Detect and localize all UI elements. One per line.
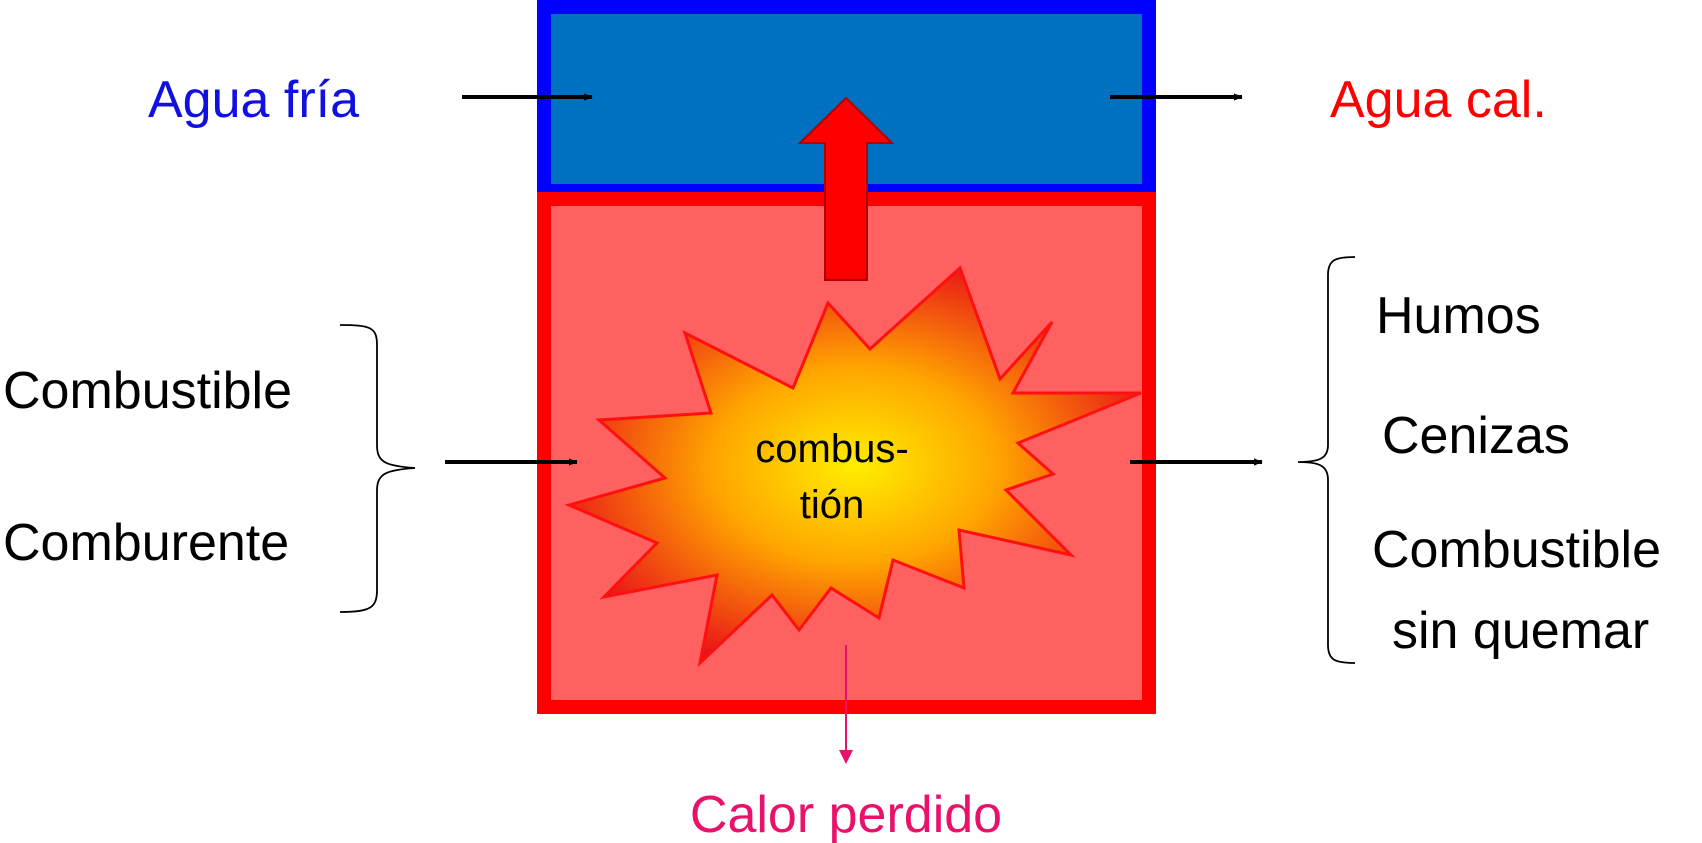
combustion-label-line2: tión xyxy=(800,483,865,527)
smoke-label: Humos xyxy=(1376,287,1541,345)
hot-water-label: Agua cal. xyxy=(1330,71,1547,129)
combustion-label-line1: combus- xyxy=(755,427,908,471)
unburnt-fuel-label-line2: sin quemar xyxy=(1392,602,1649,660)
ash-label: Cenizas xyxy=(1382,407,1570,465)
outputs-brace xyxy=(1297,256,1356,664)
cold-water-label: Agua fría xyxy=(148,71,359,129)
oxidizer-label: Comburente xyxy=(3,514,289,572)
heat-loss-arrowhead xyxy=(839,750,853,764)
combustion-burst xyxy=(564,265,1142,668)
fuel-label: Combustible xyxy=(3,362,292,420)
inputs-brace xyxy=(339,324,416,613)
unburnt-fuel-label-line1: Combustible xyxy=(1372,521,1661,579)
heat-loss-label: Calor perdido xyxy=(690,786,1002,843)
heat-transfer-arrow xyxy=(797,96,895,281)
